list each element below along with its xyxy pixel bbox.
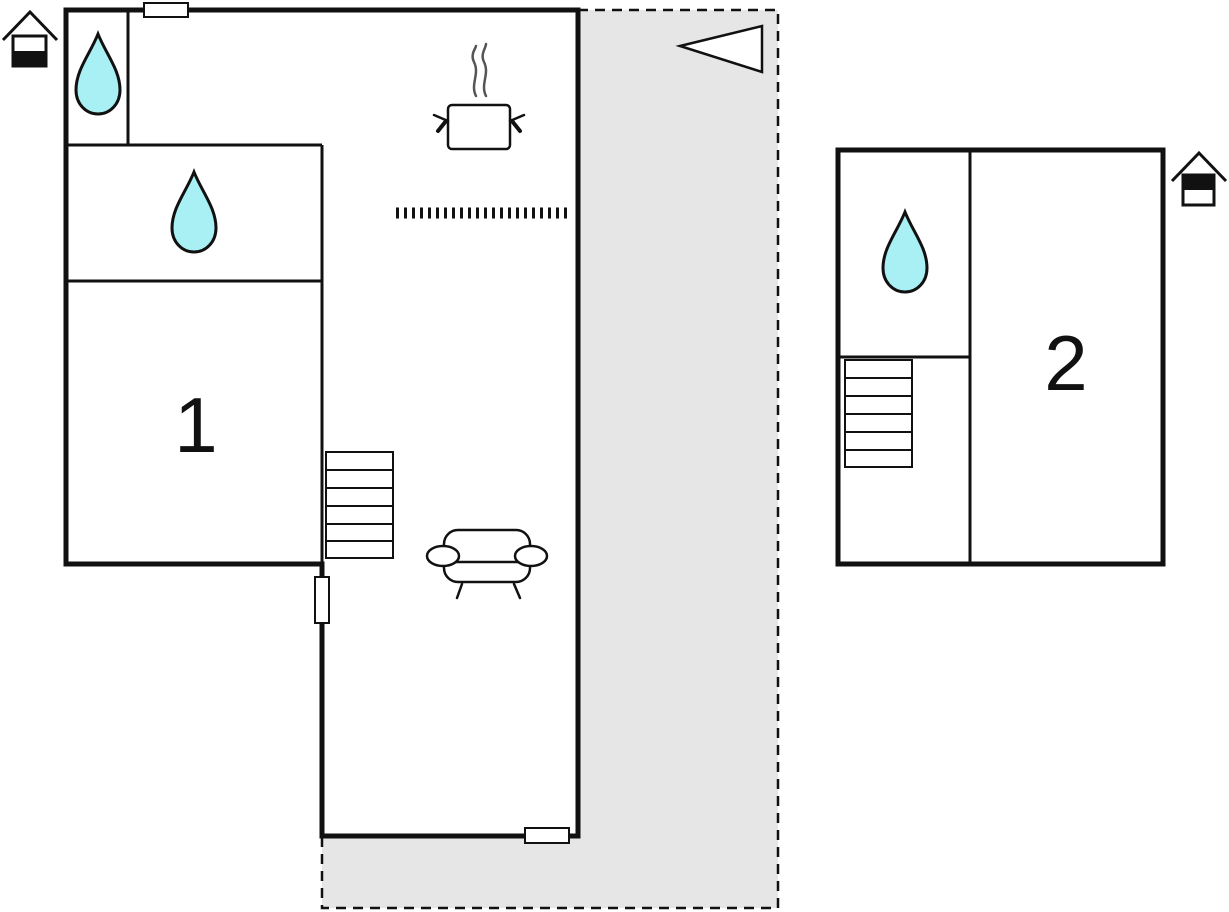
floor-1-outer-wall (63, 7, 581, 839)
floor-2-plan: 2 (835, 147, 1228, 567)
floor-1-label: 1 (174, 381, 217, 469)
window-icon (314, 576, 330, 624)
floor-1-plan: 1 (1, 2, 581, 844)
water-drop-icon (881, 210, 929, 294)
staircase-icon (844, 359, 913, 468)
armchair-icon (425, 528, 549, 600)
window-icon (143, 2, 189, 18)
window-icon (524, 827, 570, 844)
house-level-icon (1170, 150, 1228, 207)
house-level-icon (1, 9, 59, 68)
staircase-icon (325, 451, 394, 559)
cooking-pot-icon (432, 42, 526, 151)
water-drop-icon (74, 32, 122, 116)
terrace-area (320, 8, 780, 910)
water-drop-icon (170, 170, 218, 254)
floor-2-label: 2 (1044, 319, 1087, 407)
north-arrow-icon (675, 24, 764, 74)
